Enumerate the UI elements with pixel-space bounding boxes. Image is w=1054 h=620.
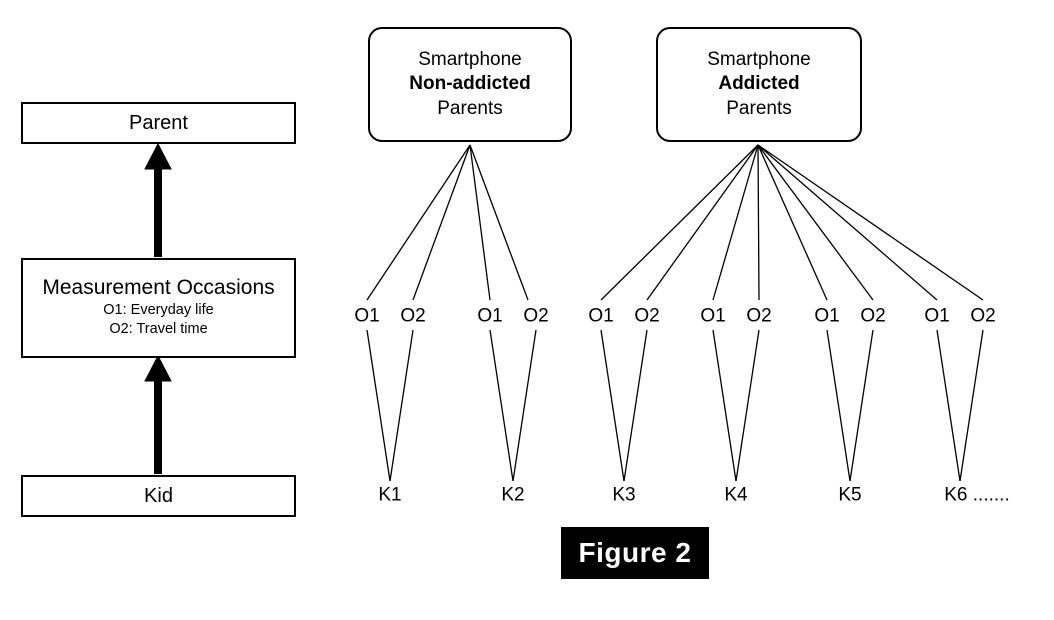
- kid-label-k1: K1: [378, 484, 402, 506]
- kid-label-k3: K3: [612, 484, 636, 506]
- occasion-label-k3-o2: O2: [634, 305, 660, 327]
- level-title-kid: Kid: [144, 484, 173, 507]
- v-connectors-kids: [366, 329, 984, 482]
- level-box-measurement-occasions: Measurement Occasions O1: Everyday life …: [21, 258, 296, 358]
- occasion-label-k1-o1: O1: [354, 305, 380, 327]
- group-line-2-addicted: Addicted: [718, 73, 800, 95]
- level-sub-occasion-2: O2: Travel time: [109, 321, 208, 338]
- group-line-3-addicted: Parents: [726, 97, 792, 119]
- occasion-label-k6-o1: O1: [924, 305, 950, 327]
- group-line-1-addicted: Smartphone: [707, 49, 811, 71]
- level-box-kid: Kid: [21, 475, 296, 517]
- level-box-parent: Parent: [21, 102, 296, 144]
- occasion-label-k2-o1: O1: [477, 305, 503, 327]
- figure-caption: Figure 2: [561, 527, 709, 579]
- level-title-parent: Parent: [129, 111, 188, 134]
- kid-label-k2: K2: [501, 484, 525, 506]
- group-line-1-non-addicted: Smartphone: [418, 49, 522, 71]
- occasion-label-k5-o1: O1: [814, 305, 840, 327]
- occasion-label-k4-o2: O2: [746, 305, 772, 327]
- kid-label-k4: K4: [724, 484, 748, 506]
- left-arrow-measurement-to-parent: [144, 142, 172, 257]
- fan-lines-addicted: [600, 144, 984, 301]
- kid-label-k6: K6 .......: [944, 484, 1010, 506]
- group-box-non-addicted: Smartphone Non-addicted Parents: [368, 27, 572, 142]
- occasion-label-k3-o1: O1: [588, 305, 614, 327]
- group-line-2-non-addicted: Non-addicted: [409, 73, 531, 95]
- occasion-label-k1-o2: O2: [400, 305, 426, 327]
- occasion-label-k5-o2: O2: [860, 305, 886, 327]
- kid-label-k5: K5: [838, 484, 862, 506]
- group-box-addicted: Smartphone Addicted Parents: [656, 27, 862, 142]
- occasion-label-k2-o2: O2: [523, 305, 549, 327]
- left-arrow-kid-to-measurement: [144, 354, 172, 474]
- occasion-label-k4-o1: O1: [700, 305, 726, 327]
- group-line-3-non-addicted: Parents: [437, 97, 503, 119]
- occasion-label-k6-o2: O2: [970, 305, 996, 327]
- level-title-measurement-occasions: Measurement Occasions: [42, 276, 275, 300]
- level-sub-occasion-1: O1: Everyday life: [103, 301, 214, 318]
- fan-lines-non-addicted: [366, 144, 529, 301]
